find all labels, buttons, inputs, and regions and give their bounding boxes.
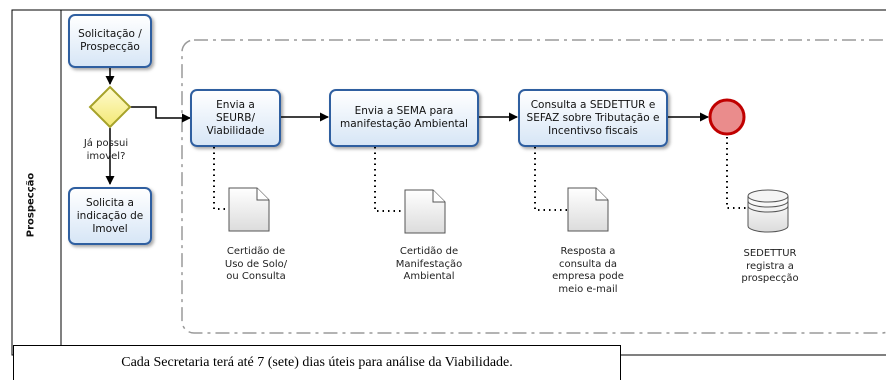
- gateway-label: Já possui imovel?: [83, 138, 129, 162]
- document-icon-resposta-consulta: [567, 187, 609, 232]
- doc3-label: Resposta a consulta da empresa pode meio…: [552, 246, 624, 295]
- assoc-seurb-doc1: [213, 147, 229, 210]
- lane-title-text: Prospecção: [25, 172, 37, 238]
- deadline-note: Cada Secretaria terá até 7 (sete) dias ú…: [13, 345, 621, 380]
- datastore-label: SEDETTUR registra a prospecção: [741, 248, 799, 284]
- task-envia-seurb: Envia a SEURB/ Viabilidade: [190, 89, 281, 147]
- doc2-label: Certidão de Manifestação Ambiental: [395, 246, 463, 282]
- task-consulta-sedettur: Consulta a SEDETTUR e SEFAZ sobre Tribut…: [518, 89, 668, 147]
- task-envia-sema: Envia a SEMA para manifestação Ambiental: [329, 89, 479, 147]
- exclusive-gateway: [88, 85, 132, 129]
- doc1-label: Certidão de Uso de Solo/ ou Consulta: [224, 246, 288, 282]
- end-event: [708, 98, 746, 136]
- assoc-sedettur-doc3: [534, 147, 568, 211]
- task-solicitacao-prospeccao: Solicitação / Prospecção: [68, 14, 152, 68]
- lane-title: Prospecção: [24, 165, 38, 245]
- flow-gateway-to-seurb: [130, 106, 191, 123]
- task-solicita-imovel: Solicita a indicação de Imovel: [68, 187, 152, 245]
- assoc-sema-doc2: [374, 147, 405, 212]
- deadline-note-text: Cada Secretaria terá até 7 (sete) dias ú…: [121, 355, 513, 370]
- group-boundary: [181, 39, 886, 334]
- assoc-end-datastore: [726, 137, 748, 209]
- document-icon-certidao-uso-solo: [228, 187, 270, 232]
- document-icon-certidao-ambiental: [404, 189, 446, 234]
- datastore-icon: [747, 189, 789, 233]
